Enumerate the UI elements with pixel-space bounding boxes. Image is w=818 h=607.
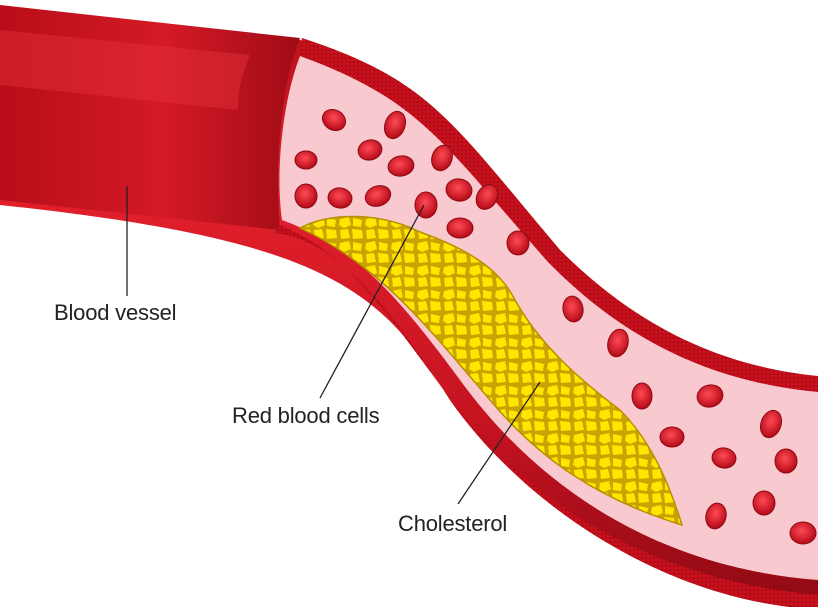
blood-vessel-label: Blood vessel (54, 300, 176, 326)
red-blood-cell (660, 427, 684, 447)
red-blood-cell (775, 449, 797, 473)
red-blood-cell (295, 151, 317, 169)
red-blood-cell (753, 491, 775, 515)
red-blood-cell (507, 231, 529, 255)
red-blood-cell (790, 522, 816, 544)
red-blood-cell (295, 184, 317, 208)
cholesterol-label: Cholesterol (398, 511, 507, 537)
red-blood-cell (447, 218, 473, 238)
red-blood-cell (415, 192, 437, 218)
red-blood-cells-label: Red blood cells (232, 403, 379, 429)
red-blood-cell (632, 383, 652, 409)
